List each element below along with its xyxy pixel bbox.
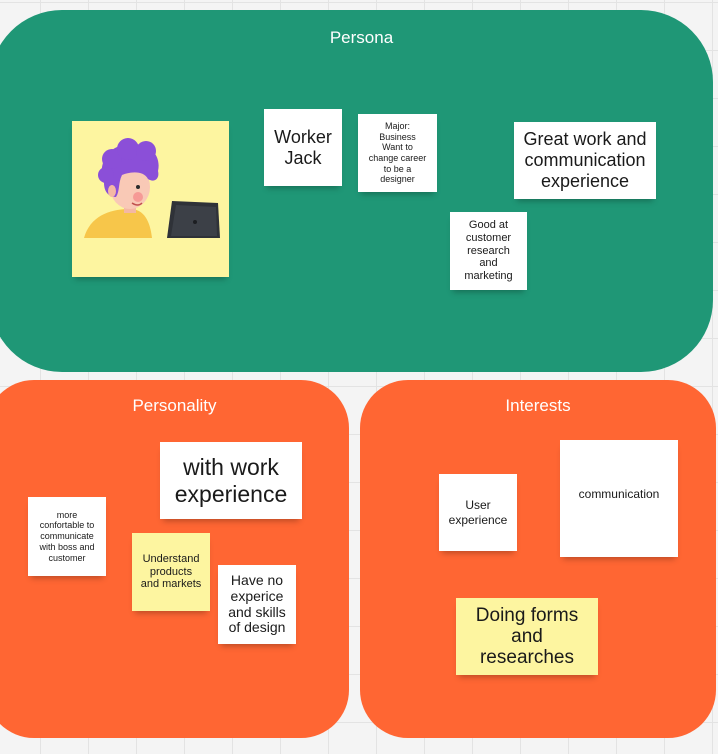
note-text: Understand products and markets — [141, 553, 202, 592]
note-line: User — [465, 498, 491, 513]
personality-frame-title: Personality — [132, 396, 217, 415]
note-line: Major: — [384, 121, 410, 132]
note-line: Great work and — [523, 129, 647, 150]
note-line: marketing — [464, 270, 513, 283]
note-line: researches — [479, 647, 574, 669]
note-line: research — [467, 244, 510, 257]
note-line: Doing forms — [475, 604, 579, 626]
interests-frame[interactable]: Interests — [360, 380, 716, 738]
note-text: communication — [578, 487, 660, 501]
note-line: designer — [380, 174, 415, 185]
note-line: customer — [465, 231, 512, 244]
note-line: Want to — [382, 142, 413, 153]
note-line: with work — [183, 453, 279, 480]
sticky-note-understand[interactable]: Understand products and markets — [132, 533, 210, 611]
sticky-note-good-at[interactable]: Good at customer research and marketing — [450, 212, 527, 290]
note-line: Have no — [230, 571, 284, 588]
note-line: Good at — [468, 218, 509, 231]
note-text: Good at customer research and marketing — [464, 219, 512, 284]
sticky-note-doing-forms[interactable]: Doing forms and researches — [456, 598, 598, 675]
note-line: of design — [228, 619, 286, 636]
note-line: with boss and — [39, 541, 95, 552]
note-line: change career — [368, 153, 427, 163]
note-text: Have no experice and skills of design — [228, 571, 286, 637]
note-line: and — [479, 257, 498, 270]
note-line: Jack — [284, 147, 322, 168]
note-line: products — [149, 565, 193, 578]
note-line: and — [511, 625, 543, 647]
note-line: communication — [524, 150, 646, 171]
person-at-laptop-illustration-icon — [84, 138, 220, 238]
sticky-note-user-experience[interactable]: User experience — [439, 474, 517, 551]
note-line: experice — [230, 587, 284, 604]
sticky-note-great-work[interactable]: Great work and communication experience — [514, 122, 656, 199]
note-line: communicate — [40, 531, 94, 542]
note-line: Worker — [274, 126, 332, 147]
note-text: Worker Jack — [274, 127, 332, 168]
note-text: User experience — [449, 498, 508, 527]
note-line: communication — [578, 487, 660, 501]
note-text: Major: Business Want to change career to… — [369, 121, 427, 185]
sticky-note-with-work[interactable]: with work experience — [160, 442, 302, 519]
note-line: experience — [174, 480, 288, 507]
interests-frame-title: Interests — [505, 396, 571, 415]
note-line: Understand — [142, 552, 200, 565]
sticky-note-worker-jack[interactable]: Worker Jack — [264, 109, 342, 186]
persona-frame-title: Persona — [329, 28, 394, 47]
note-line: experience — [540, 170, 630, 191]
note-line: and markets — [140, 578, 202, 591]
sticky-note-communication[interactable]: communication — [560, 440, 678, 557]
sticky-note-more-comfortable[interactable]: more confortable to communicate with bos… — [28, 497, 106, 576]
sticky-note-major[interactable]: Major: Business Want to change career to… — [358, 114, 437, 192]
note-line: Business — [379, 131, 416, 142]
note-text: with work experience — [175, 454, 288, 507]
sticky-note-have-no[interactable]: Have no experice and skills of design — [218, 565, 296, 644]
note-line: more — [56, 509, 78, 520]
note-line: experience — [448, 512, 508, 527]
note-line: confortable to — [39, 520, 95, 531]
note-text: Doing forms and researches — [476, 605, 578, 669]
note-text: Great work and communication experience — [523, 129, 646, 191]
note-text: more confortable to communicate with bos… — [39, 510, 94, 564]
note-line: customer — [48, 552, 86, 563]
note-line: to be a — [383, 163, 412, 174]
sticky-note-avatar[interactable] — [72, 121, 229, 277]
note-line: and skills — [228, 603, 286, 620]
